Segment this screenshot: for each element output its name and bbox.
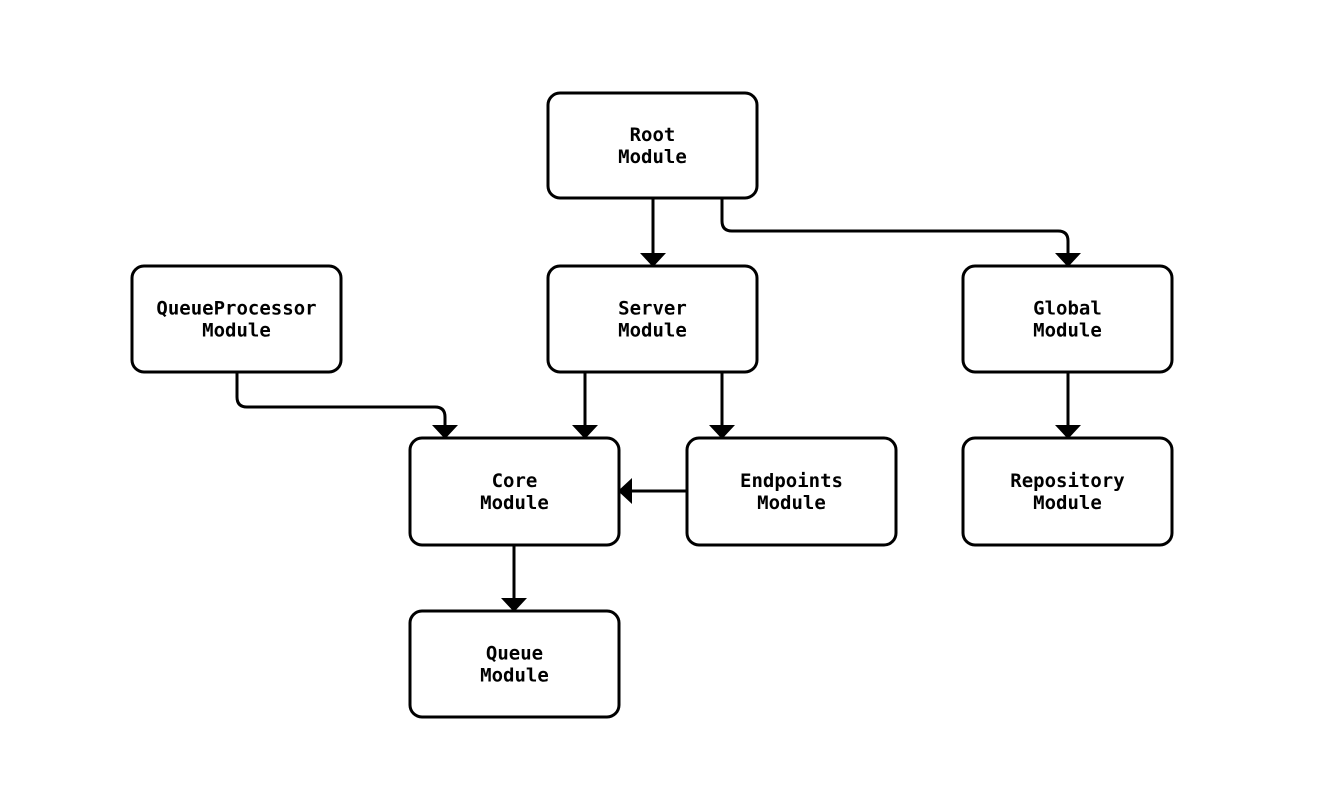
edge-root-to-global [720,198,1081,267]
node-box-global-module [961,264,1174,374]
edges-layer [235,198,1081,612]
node-box-core-module [408,436,621,547]
node-box-server-module [546,264,759,374]
node-box-endpoints-module [685,436,898,547]
node-box-queue-module [408,609,621,719]
node-box-root-module [546,91,759,200]
edge-queueprocessor-to-core [235,372,458,439]
node-box-queueprocessor-module [130,264,343,374]
node-box-repository-module [961,436,1174,547]
